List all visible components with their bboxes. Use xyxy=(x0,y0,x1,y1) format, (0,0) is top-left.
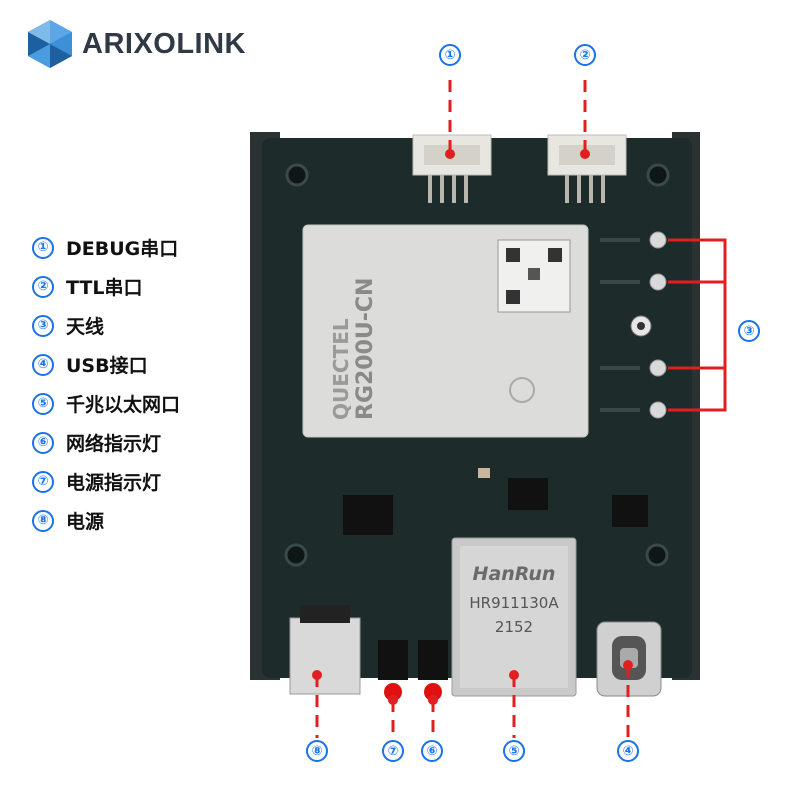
legend-label: 网络指示灯 xyxy=(66,433,162,455)
legend: ① DEBUG串口 ② TTL串口 ③ 天线 ④ USB接口 ⑤ 千兆以太网口 ⑥ 网络指示… xyxy=(32,228,180,540)
mount-hole xyxy=(646,163,670,187)
brand-name: ARIXOLINK xyxy=(82,27,246,60)
module-brand: QUECTEL xyxy=(329,318,353,420)
legend-number: ④ xyxy=(32,353,54,376)
leader-dots xyxy=(312,149,633,705)
legend-number: ⑦ xyxy=(32,470,54,493)
callout-antenna: ③ xyxy=(738,320,760,342)
legend-item: ④ USB接口 xyxy=(32,345,180,384)
ethernet-jack: HanRun HR911130A 2152 xyxy=(451,537,577,697)
mount-hole xyxy=(284,543,308,567)
callout-network-led: ⑥ xyxy=(421,740,443,762)
legend-label: 千兆以太网口 xyxy=(66,394,181,416)
callout-power: ⑧ xyxy=(306,740,328,762)
crystal xyxy=(478,468,490,478)
ethernet-date: 2152 xyxy=(495,618,533,636)
callout-ttl-uart: ② xyxy=(574,44,596,66)
legend-item: ③ 天线 xyxy=(32,306,180,345)
legend-item: ⑦ 电源指示灯 xyxy=(32,462,180,501)
chip xyxy=(612,495,648,527)
legend-number: ③ xyxy=(32,314,54,337)
legend-item: ② TTL串口 xyxy=(32,267,180,306)
usb-c-port xyxy=(596,621,662,697)
callout-ethernet: ⑤ xyxy=(503,740,525,762)
legend-number: ⑤ xyxy=(32,392,54,415)
callout-power-led: ⑦ xyxy=(382,740,404,762)
hexagon-logo-icon xyxy=(28,20,72,68)
callout-debug-uart: ① xyxy=(439,44,461,66)
legend-number: ⑧ xyxy=(32,509,54,532)
ethernet-part: HR911130A xyxy=(469,594,559,612)
callout-usb: ④ xyxy=(617,740,639,762)
chip xyxy=(508,478,548,510)
antenna-connectors xyxy=(600,231,667,419)
module-model: RG200U-CN xyxy=(353,278,378,420)
power-jack xyxy=(289,605,361,695)
legend-item: ⑤ 千兆以太网口 xyxy=(32,384,180,423)
leader-lines xyxy=(315,80,727,738)
chip xyxy=(343,495,393,535)
legend-label: 电源指示灯 xyxy=(66,472,162,494)
legend-label: USB接口 xyxy=(66,355,148,377)
led-indicators xyxy=(378,640,448,701)
legend-item: ⑥ 网络指示灯 xyxy=(32,423,180,462)
mount-hole xyxy=(645,543,669,567)
legend-label: TTL串口 xyxy=(66,277,143,299)
brand-logo: ARIXOLINK xyxy=(24,18,246,70)
legend-number: ② xyxy=(32,275,54,298)
legend-label: DEBUG串口 xyxy=(66,238,179,260)
legend-label: 电源 xyxy=(66,511,105,533)
legend-number: ① xyxy=(32,236,54,259)
ethernet-brand: HanRun xyxy=(473,563,556,585)
mount-hole xyxy=(285,163,309,187)
legend-item: ① DEBUG串口 xyxy=(32,228,180,267)
legend-number: ⑥ xyxy=(32,431,54,454)
legend-item: ⑧ 电源 xyxy=(32,501,180,540)
legend-label: 天线 xyxy=(66,316,105,338)
cellular-module: QUECTEL RG200U-CN xyxy=(302,224,589,438)
